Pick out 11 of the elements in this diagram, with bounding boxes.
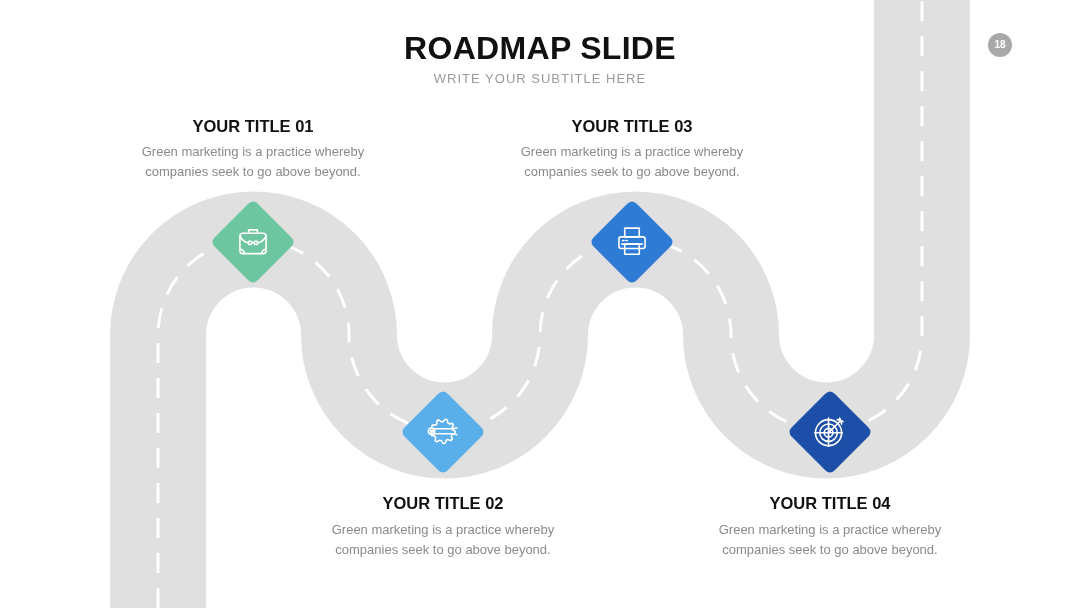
milestone-title: YOUR TITLE 03	[571, 116, 693, 136]
milestone-description: Green marketing is a practice whereby companies seek to go above beyond.	[519, 143, 745, 181]
milestone-description: Green marketing is a practice whereby companies seek to go above beyond.	[330, 521, 556, 559]
page-number: 18	[988, 33, 1012, 57]
milestone-description: Green marketing is a practice whereby companies seek to go above beyond.	[140, 143, 366, 181]
slide-subtitle: WRITE YOUR SUBTITLE HERE	[433, 70, 647, 87]
milestone-description: Green marketing is a practice whereby companies seek to go above beyond.	[717, 521, 943, 559]
milestone-title: YOUR TITLE 02	[382, 493, 504, 513]
slide-title: ROADMAP SLIDE	[404, 30, 676, 66]
milestone-title: YOUR TITLE 04	[769, 493, 891, 513]
milestone-title: YOUR TITLE 01	[192, 116, 314, 136]
